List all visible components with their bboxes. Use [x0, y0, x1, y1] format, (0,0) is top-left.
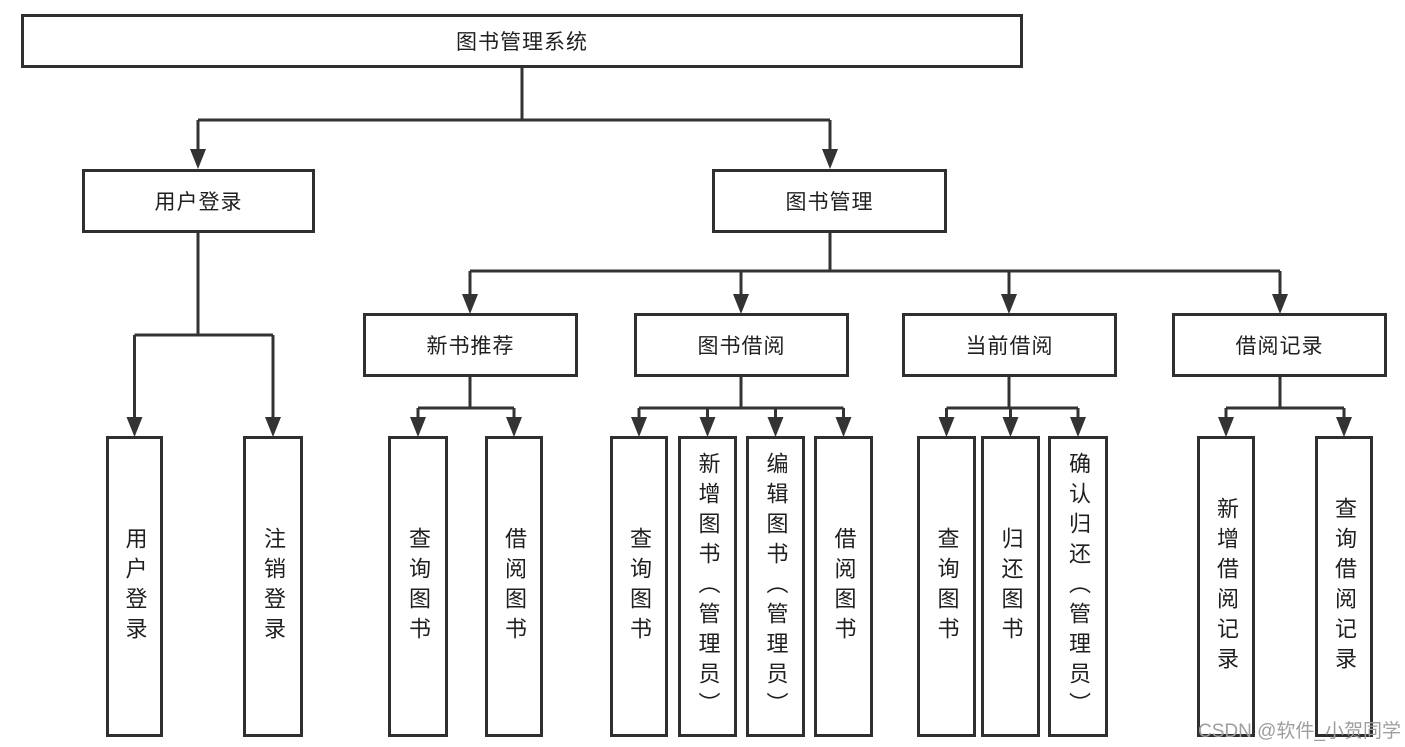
- arrowhead: [822, 149, 838, 169]
- leaf-add-books-admin: 新增图书（管理员）: [678, 436, 737, 737]
- node-label: 图书借阅: [697, 335, 786, 358]
- leaf-query-books-2: 查询图书: [610, 436, 668, 737]
- leaf-label: 借阅图书: [502, 526, 527, 647]
- arrowhead: [1336, 417, 1352, 437]
- arrowhead: [1218, 417, 1234, 437]
- arrowhead: [265, 417, 281, 437]
- leaf-user-login: 用户登录: [106, 436, 163, 737]
- leaf-query-books-1: 查询图书: [388, 436, 448, 737]
- connector-records-to-leaves: [1224, 377, 1346, 419]
- connector-newbooks-to-leaves: [416, 377, 516, 419]
- leaf-logout: 注销登录: [243, 436, 303, 737]
- arrowhead: [410, 417, 426, 437]
- arrowhead: [631, 417, 647, 437]
- node-label: 当前借阅: [965, 335, 1054, 358]
- node-book-management: 图书管理: [712, 169, 947, 233]
- arrowhead: [1070, 417, 1086, 437]
- leaf-borrow-books-1: 借阅图书: [485, 436, 543, 737]
- arrowhead: [699, 417, 716, 437]
- arrowhead: [733, 294, 749, 314]
- leaf-borrow-books-2: 借阅图书: [814, 436, 873, 737]
- node-root-library-system: 图书管理系统: [21, 14, 1023, 68]
- node-label: 用户登录: [154, 191, 243, 214]
- leaf-label: 新增借阅记录: [1214, 496, 1239, 677]
- node-user-login: 用户登录: [82, 169, 315, 233]
- leaf-query-borrow-record: 查询借阅记录: [1315, 436, 1373, 737]
- arrowhead: [938, 417, 955, 437]
- leaf-label: 用户登录: [122, 526, 148, 647]
- connector-current-to-leaves: [945, 377, 1080, 419]
- leaf-label: 新增图书（管理员）: [695, 451, 721, 722]
- leaf-add-borrow-record: 新增借阅记录: [1197, 436, 1255, 737]
- leaf-label: 归还图书: [998, 526, 1024, 647]
- node-current-borrowing: 当前借阅: [902, 313, 1117, 377]
- node-label: 图书管理系统: [456, 31, 588, 54]
- arrowhead: [1001, 294, 1017, 314]
- leaf-confirm-return-admin: 确认归还（管理员）: [1048, 436, 1108, 737]
- leaf-label: 注销登录: [261, 526, 286, 647]
- arrowhead: [506, 417, 522, 437]
- arrowhead: [126, 417, 143, 437]
- leaf-label: 查询图书: [627, 526, 652, 647]
- node-borrow-records: 借阅记录: [1172, 313, 1387, 377]
- arrowheads: [126, 149, 1352, 437]
- connector-bookmgmt-to-level3: [468, 233, 1282, 296]
- leaf-edit-books-admin: 编辑图书（管理员）: [746, 436, 805, 737]
- node-label: 借阅记录: [1235, 335, 1324, 358]
- connector-borrowing-to-leaves: [637, 377, 845, 419]
- arrowhead: [1002, 417, 1019, 437]
- leaf-label: 借阅图书: [831, 526, 857, 647]
- leaf-label: 编辑图书（管理员）: [763, 451, 789, 722]
- arrowhead: [835, 417, 852, 437]
- csdn-watermark: CSDN @软件_小贺同学: [1198, 721, 1401, 742]
- leaf-label: 查询图书: [934, 526, 960, 647]
- leaf-return-books: 归还图书: [981, 436, 1040, 737]
- leaf-label: 确认归还（管理员）: [1066, 451, 1091, 722]
- node-label: 图书管理: [785, 191, 874, 214]
- leaf-label: 查询借阅记录: [1332, 496, 1357, 677]
- connector-root-to-level2: [196, 68, 832, 151]
- connector-userlogin-to-leaves: [133, 233, 275, 419]
- arrowhead: [1272, 294, 1288, 314]
- arrowhead: [767, 417, 784, 437]
- node-book-borrowing: 图书借阅: [634, 313, 849, 377]
- node-new-book-recommend: 新书推荐: [363, 313, 578, 377]
- arrowhead: [462, 294, 478, 314]
- node-label: 新书推荐: [426, 335, 515, 358]
- leaf-query-books-3: 查询图书: [917, 436, 976, 737]
- leaf-label: 查询图书: [406, 526, 431, 647]
- arrowhead: [190, 149, 206, 169]
